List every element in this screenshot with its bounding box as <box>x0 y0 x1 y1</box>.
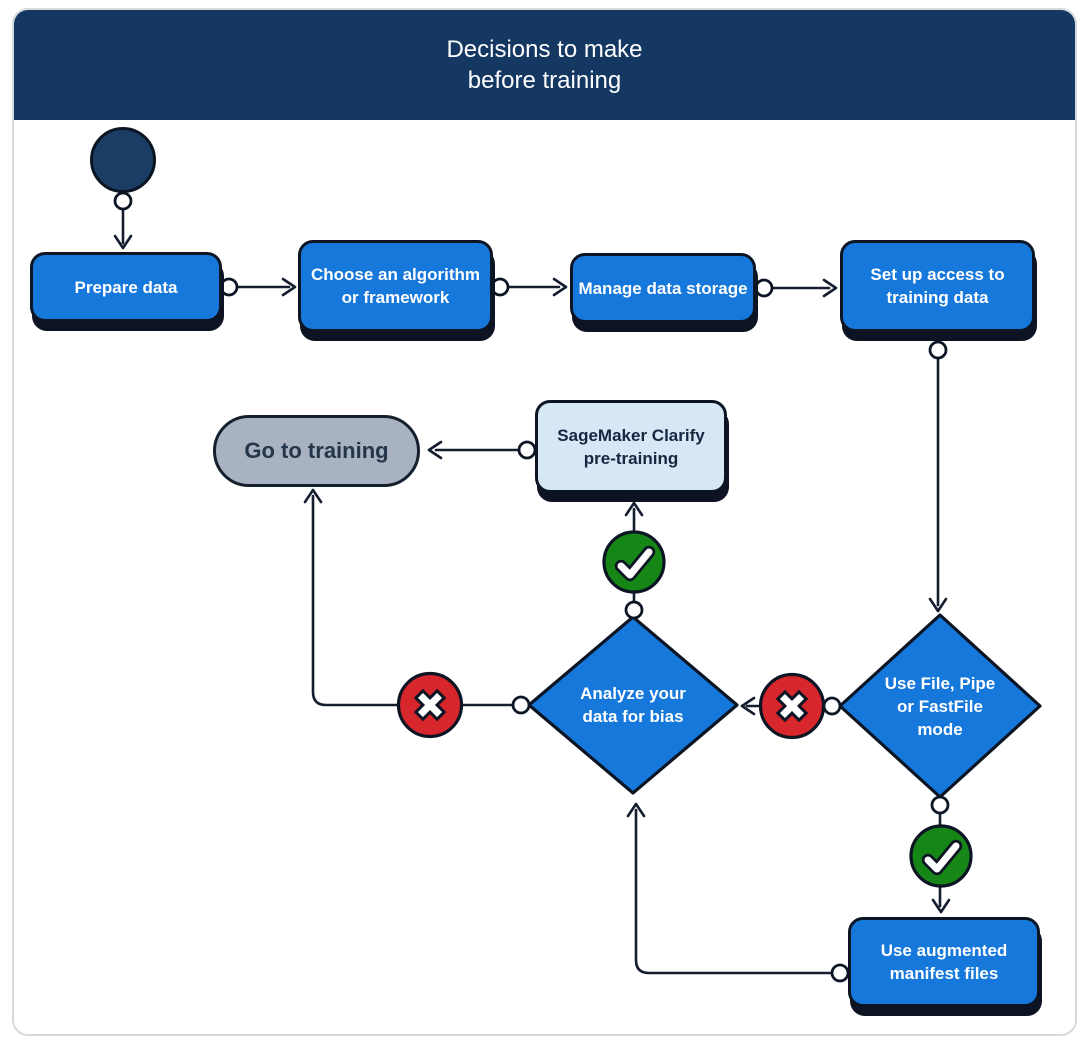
connector-dot <box>511 695 531 715</box>
node-label: SageMaker Clarify pre-training <box>557 425 705 468</box>
node-label: Prepare data <box>74 277 178 297</box>
connector-dot <box>830 963 850 983</box>
diagram-title-line2: before training <box>467 67 622 94</box>
connector-dot <box>822 696 842 716</box>
diamond-label-file-mode: Use File, Pipe or FastFile mode <box>855 656 1025 756</box>
diagram-title-line1: Decisions to make <box>446 36 643 63</box>
node-label: Choose an algorithm or framework <box>310 265 481 307</box>
arrowhead-icon <box>626 802 646 818</box>
node-go-to-training: Go to training <box>213 415 420 487</box>
arrowhead-icon <box>822 278 838 298</box>
arrowhead-icon <box>552 277 568 297</box>
node-sagemaker-clarify: SageMaker Clarify pre-training <box>535 400 727 493</box>
node-choose-algorithm: Choose an algorithm or framework <box>298 240 493 332</box>
yes-badge <box>909 824 973 888</box>
edge-analyze-no-to-training <box>311 494 514 707</box>
connector-dot <box>754 278 774 298</box>
x-icon <box>413 688 447 722</box>
node-label: Use File, Pipe or FastFile mode <box>884 673 996 739</box>
edge-augmented-to-analyze <box>634 808 833 975</box>
no-badge <box>396 671 464 739</box>
connector-dot <box>490 277 510 297</box>
connector-dot <box>928 340 948 360</box>
connector-dot <box>624 600 644 620</box>
arrowhead-icon <box>281 277 297 297</box>
arrowhead-icon <box>113 234 133 250</box>
node-augmented-manifest: Use augmented manifest files <box>848 917 1040 1007</box>
arrowhead-icon <box>740 696 756 716</box>
start-node-icon <box>90 127 156 193</box>
node-label: Set up access to training data <box>870 265 1005 307</box>
x-icon <box>775 689 809 723</box>
node-label: Manage data storage <box>578 278 748 298</box>
arrowhead-icon <box>931 898 951 914</box>
connector-dot <box>113 191 133 211</box>
arrowhead-icon <box>427 440 443 460</box>
arrowhead-icon <box>928 597 948 613</box>
connector-dot <box>219 277 239 297</box>
node-label: Go to training <box>244 438 389 463</box>
connector-dot <box>517 440 537 460</box>
node-setup-access: Set up access to training data <box>840 240 1035 332</box>
arrowhead-icon <box>624 501 644 517</box>
title-bar: Decisions to make before training <box>14 10 1075 120</box>
diagram-frame: Decisions to make before training <box>12 8 1077 1036</box>
node-prepare-data: Prepare data <box>30 252 222 322</box>
decision-diamond-analyze-bias <box>527 615 739 795</box>
connector-dot <box>930 795 950 815</box>
node-manage-data-storage: Manage data storage <box>570 253 756 323</box>
check-icon <box>924 842 960 873</box>
check-icon <box>617 548 653 579</box>
arrowhead-icon <box>303 488 323 504</box>
no-badge <box>758 672 826 740</box>
yes-badge <box>602 530 666 594</box>
node-label: Analyze your data for bias <box>580 684 686 726</box>
diamond-label-analyze-bias: Analyze your data for bias <box>543 655 723 755</box>
node-label: Use augmented manifest files <box>880 941 1008 983</box>
